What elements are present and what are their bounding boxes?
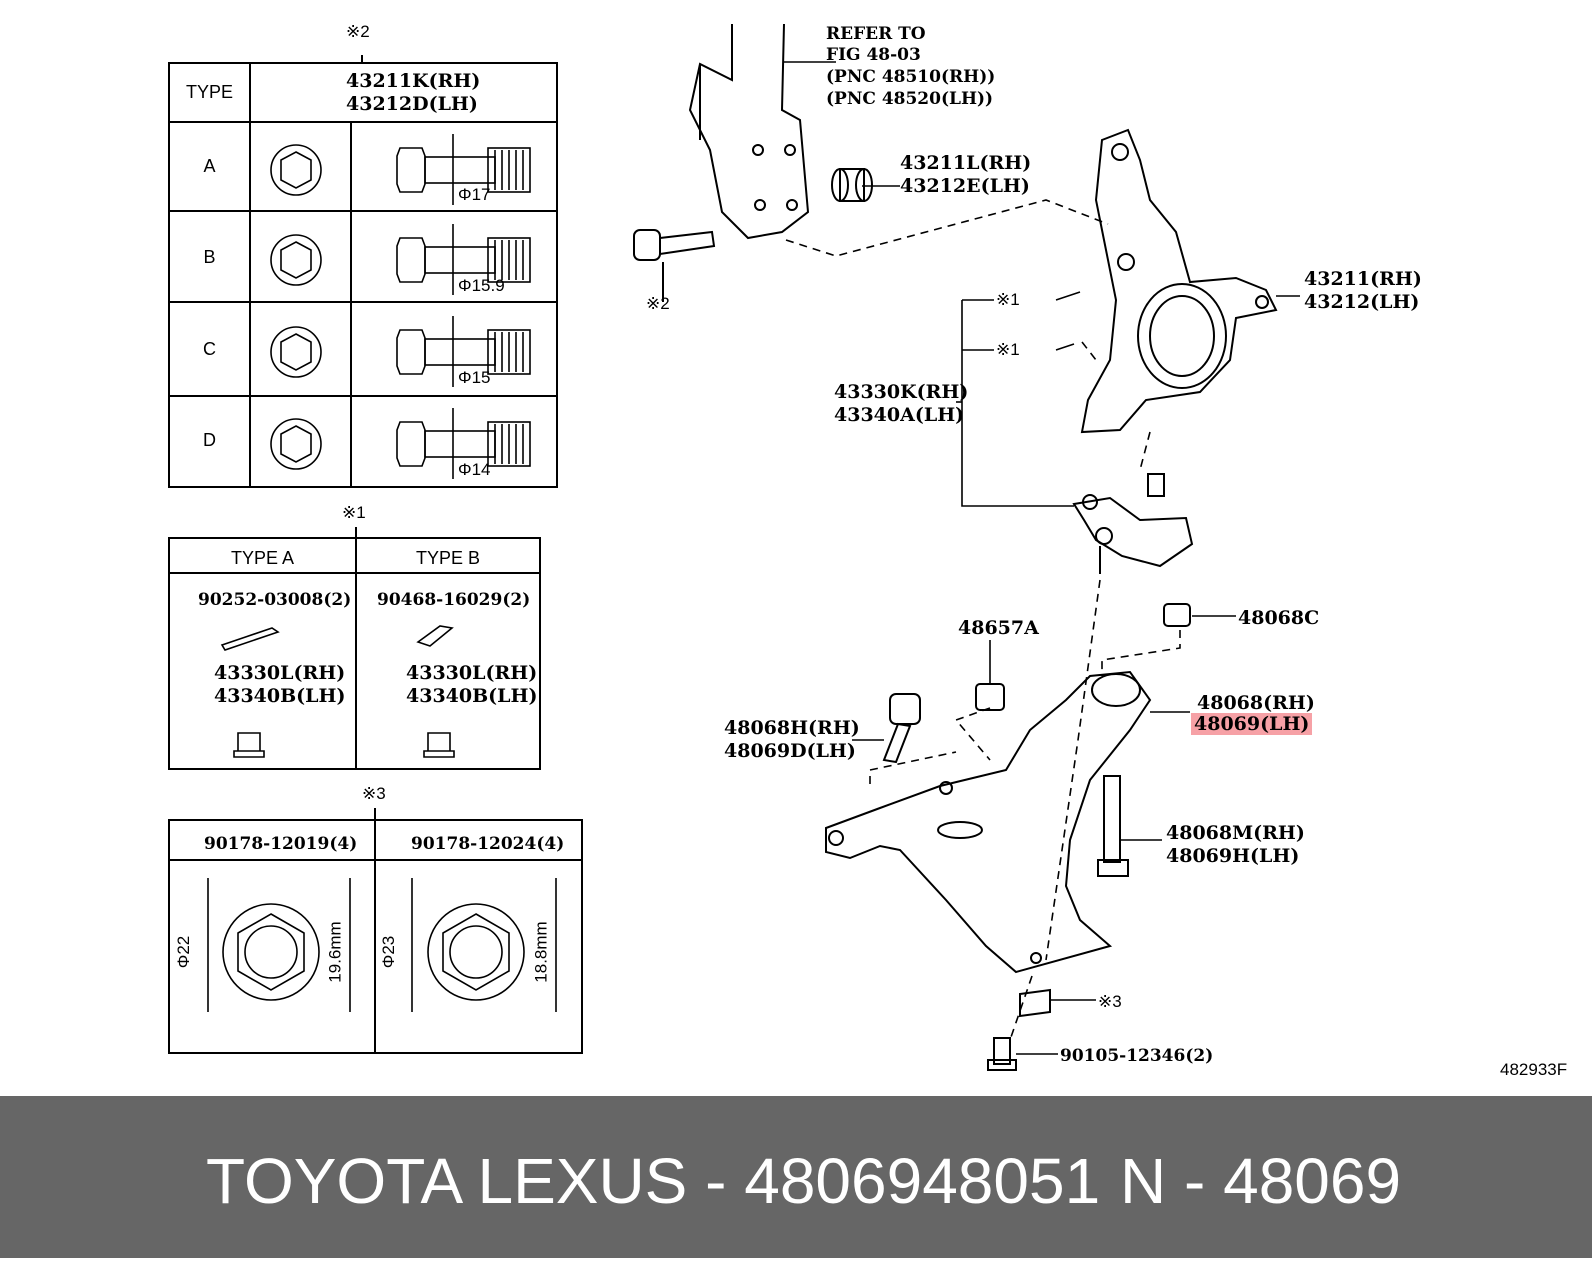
bushing-label-lh: 43212E(LH) — [900, 175, 1030, 197]
castle-nut-note: ※1 — [996, 340, 1020, 359]
bolt-dia-a: Φ17 — [458, 185, 491, 204]
bolt-type-b: B — [203, 247, 216, 267]
strut-bolt — [633, 229, 716, 302]
lower-control-arm — [825, 670, 1152, 974]
bolt-dia-d: Φ14 — [458, 460, 491, 479]
pin-a-nut-lh: 43340B(LH) — [214, 685, 346, 707]
bolt-type-c: C — [203, 339, 216, 359]
footer-left-text: TOYOTA LEXUS - 4806948051 — [206, 1145, 1101, 1217]
nut-label: 48068C — [1238, 607, 1320, 629]
footer-right-text: N - 48069 — [1120, 1145, 1402, 1217]
strut-bracket — [688, 23, 810, 240]
nut-col-1: 90178-12019(4) — [204, 834, 358, 854]
bolt-dia-b: Φ15.9 — [458, 276, 505, 295]
pin-table-note: ※1 — [342, 503, 366, 522]
rear-bolt-label-lh: 48069H(LH) — [1166, 845, 1300, 867]
arm-label-lh: 48069(LH) — [1191, 713, 1313, 736]
bolt-type-a: A — [203, 156, 216, 176]
pin-a-part: 90252-03008(2) — [198, 590, 352, 610]
bushing — [831, 168, 873, 202]
steering-knuckle — [1080, 128, 1278, 434]
front-bolt-label-rh: 48068H(RH) — [724, 717, 860, 739]
pin-type-table — [168, 527, 541, 770]
nut-type-table — [168, 808, 583, 1054]
pin-b-part: 90468-16029(2) — [377, 590, 531, 610]
flange-nut-note: ※3 — [1098, 992, 1122, 1011]
bolt-type-d: D — [203, 430, 216, 450]
strut-bolt-note: ※2 — [646, 294, 670, 313]
ball-joint-label-lh: 43340A(LH) — [834, 404, 965, 426]
figure-number: 482933F — [1500, 1060, 1568, 1079]
stopper-label: 48657A — [958, 617, 1039, 639]
leader-lines — [784, 61, 1300, 1055]
front-bolt-label-lh: 48069D(LH) — [724, 740, 856, 762]
nut-col-2: 90178-12024(4) — [411, 834, 565, 854]
flange-nut-sketches — [207, 878, 557, 1012]
bolt-sketches — [270, 134, 531, 479]
cotter-pin-note: ※1 — [996, 290, 1020, 309]
small-bolt-label: 90105-12346(2) — [1060, 1046, 1214, 1066]
nut-dia-1: Φ22 — [174, 935, 194, 969]
dashed-leaders — [785, 199, 1181, 1041]
arm-label-lh-highlight: 48069(LH) — [1191, 713, 1313, 735]
bolt-type-table — [168, 55, 558, 488]
small-parts — [882, 603, 1191, 1071]
bolt-table-type-header: TYPE — [185, 82, 233, 102]
pin-sketches — [220, 625, 455, 758]
ball-joint-label-rh: 43330K(RH) — [834, 381, 969, 403]
parts-diagram — [168, 23, 1300, 1071]
pin-type-a-header: TYPE A — [230, 548, 295, 568]
bolt-dia-c: Φ15 — [458, 368, 491, 387]
bolt-table-note: ※2 — [346, 22, 370, 41]
arm-label-rh: 48068(RH) — [1197, 692, 1315, 714]
nut-dia-2: Φ23 — [379, 935, 399, 969]
refer-line-4: (PNC 48520(LH)) — [826, 89, 994, 109]
pin-a-nut-rh: 43330L(RH) — [214, 662, 346, 684]
refer-line-1: REFER TO — [826, 24, 926, 44]
knuckle-label-rh: 43211(RH) — [1304, 268, 1422, 290]
knuckle-label-lh: 43212(LH) — [1304, 291, 1420, 313]
pin-type-b-header: TYPE B — [415, 548, 481, 568]
footer-bar: TOYOTA LEXUS - 4806948051 N - 48069 — [0, 1096, 1592, 1258]
nut-table-note: ※3 — [362, 784, 386, 803]
nut-height-1: 19.6mm — [325, 921, 345, 983]
refer-line-2: FIG 48-03 — [826, 45, 921, 65]
pin-b-nut-rh: 43330L(RH) — [406, 662, 538, 684]
refer-line-3: (PNC 48510(RH)) — [826, 67, 996, 87]
nut-height-2: 18.8mm — [531, 921, 551, 983]
pin-b-nut-lh: 43340B(LH) — [406, 685, 538, 707]
bushing-label-rh: 43211L(RH) — [900, 152, 1032, 174]
bolt-table-part-lh: 43212D(LH) — [346, 93, 478, 115]
rear-bolt-label-rh: 48068M(RH) — [1166, 822, 1305, 844]
ball-joint — [1072, 473, 1194, 574]
bolt-table-part-rh: 43211K(RH) — [346, 70, 481, 92]
